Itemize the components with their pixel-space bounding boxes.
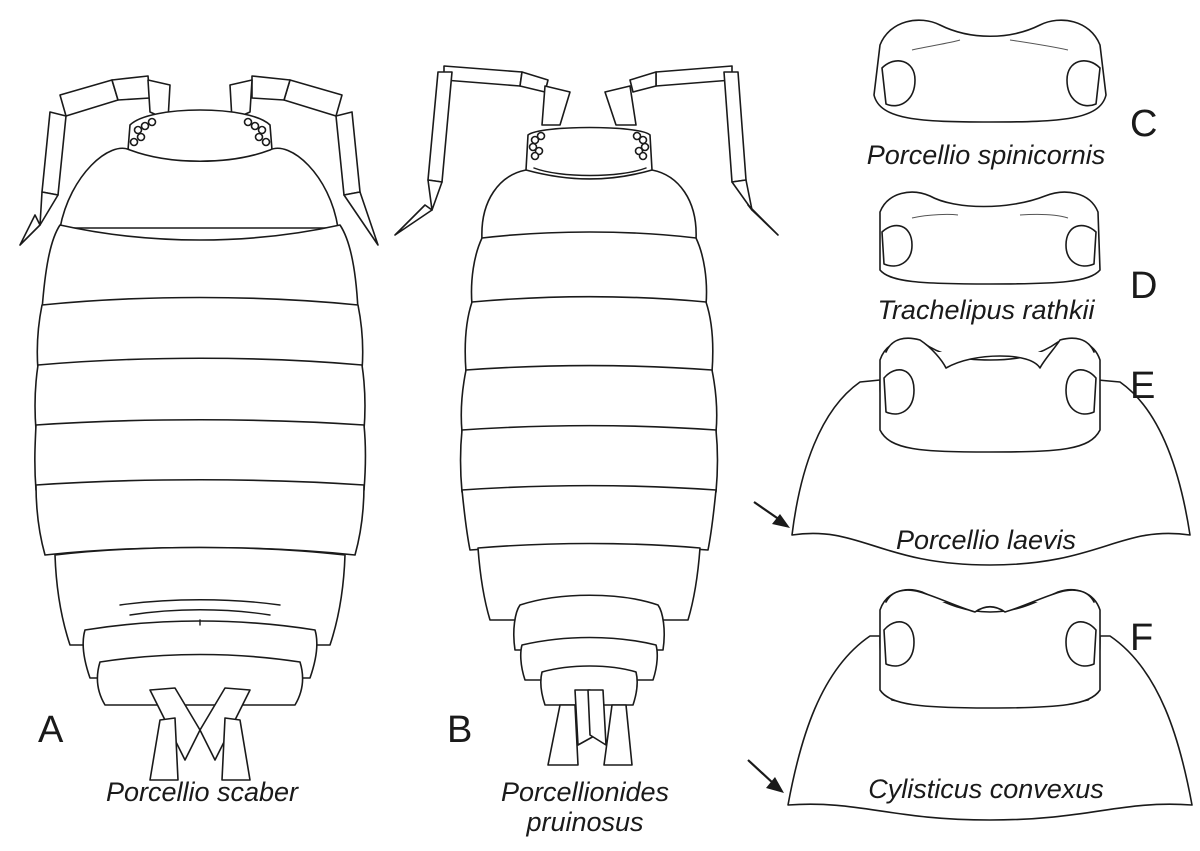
head-a bbox=[127, 109, 273, 162]
panel-e-drawing bbox=[753, 337, 1191, 566]
panel-b-letter: B bbox=[447, 709, 472, 751]
panel-f-species: Cylisticus convexus bbox=[868, 774, 1104, 804]
panel-e-species: Porcellio laevis bbox=[896, 525, 1076, 555]
panel-d-drawing bbox=[879, 191, 1101, 285]
panel-b-species-line2: pruinosus bbox=[525, 807, 643, 837]
panel-c-drawing bbox=[873, 19, 1107, 123]
panel-a-letter: A bbox=[38, 709, 64, 751]
panel-a-species: Porcellio scaber bbox=[106, 777, 299, 807]
eye-cluster-right bbox=[243, 117, 271, 147]
eye-cluster-b-left bbox=[528, 131, 546, 161]
panel-d-species: Trachelipus rathkii bbox=[877, 295, 1095, 325]
panel-e-letter: E bbox=[1130, 365, 1155, 407]
panel-b-species-line1: Porcellionides bbox=[501, 777, 669, 807]
panel-a-drawing bbox=[19, 75, 379, 781]
panel-b-drawing bbox=[394, 65, 779, 766]
panel-c-species: Porcellio spinicornis bbox=[867, 140, 1106, 170]
eye-cluster-b-right bbox=[632, 131, 650, 161]
panel-f-letter: F bbox=[1130, 617, 1153, 659]
panel-d-letter: D bbox=[1130, 265, 1157, 307]
eye-cluster-left bbox=[129, 117, 157, 147]
panel-c-letter: C bbox=[1130, 103, 1157, 145]
panel-f-drawing bbox=[747, 588, 1193, 821]
